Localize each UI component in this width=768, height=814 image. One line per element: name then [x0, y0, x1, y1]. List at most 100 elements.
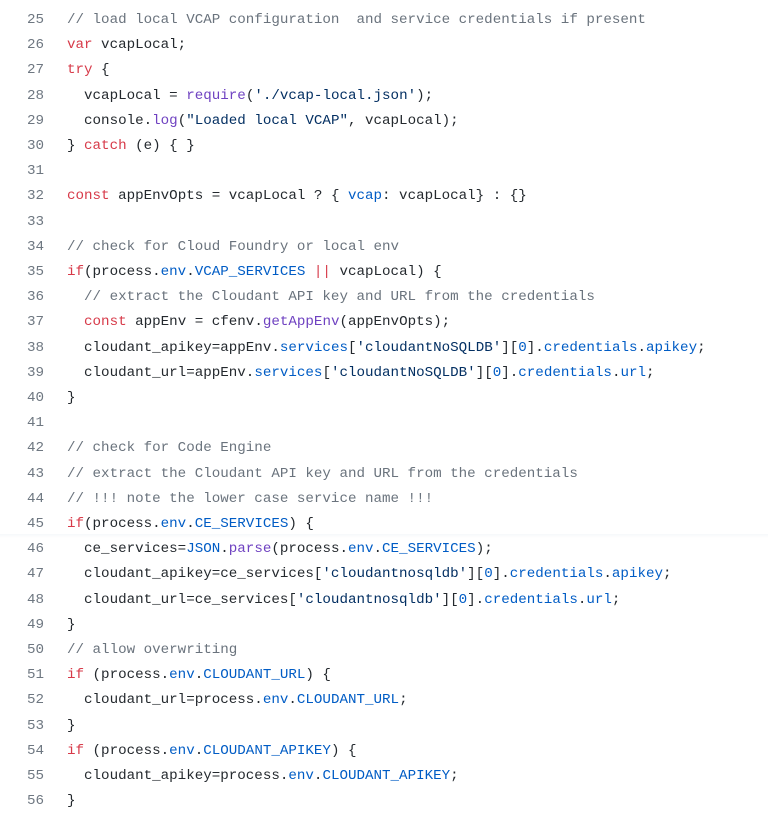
line-number: 33: [26, 213, 44, 230]
line-number: 37: [26, 314, 44, 331]
code-text: cloudant_apikey=ce_services[: [67, 566, 323, 583]
code-line: 44// !!! note the lower case service nam…: [0, 487, 768, 512]
line-code: }: [67, 714, 76, 739]
property: env: [347, 541, 374, 558]
string: 'cloudantNoSQLDB': [330, 364, 476, 381]
code-text: .: [220, 541, 229, 558]
line-number: 46: [26, 541, 44, 558]
comment: // !!! note the lower case service name …: [67, 490, 434, 507]
line-code: }: [67, 789, 76, 814]
code-text: ;: [663, 566, 672, 583]
code-text: cloudant_url=ce_services[: [67, 591, 297, 608]
string: 'cloudantnosqldb': [322, 566, 468, 583]
code-text: );: [475, 541, 493, 558]
code-text: ;: [399, 692, 408, 709]
line-code: try {: [67, 58, 110, 83]
code-line: 56}: [0, 789, 768, 814]
line-number: 42: [26, 440, 44, 457]
line-number: 56: [26, 793, 44, 810]
code-text: ][: [475, 364, 493, 381]
line-number: 50: [26, 642, 44, 658]
line-code: cloudant_url=process.env.CLOUDANT_URL;: [67, 688, 408, 713]
line-number: 29: [26, 112, 44, 129]
code-text: }: [67, 717, 76, 734]
code-text: .: [603, 566, 612, 583]
keyword: catch: [84, 138, 127, 154]
code-text: .: [194, 742, 204, 759]
code-text: ;: [611, 591, 621, 608]
code-line: 34// check for Cloud Foundry or local en…: [0, 235, 768, 260]
line-number: 32: [26, 188, 44, 205]
function-name: log: [152, 112, 178, 129]
property: CLOUDANT_APIKEY: [203, 742, 331, 759]
function-name: require: [186, 87, 246, 104]
code-text: (process.: [84, 516, 161, 532]
line-code: // extract the Cloudant API key and URL …: [67, 462, 578, 487]
code-text: [: [322, 364, 331, 381]
line-code: var vcapLocal;: [67, 33, 186, 58]
line-number: 35: [26, 264, 44, 280]
line-code: cloudant_apikey=appEnv.services['cloudan…: [67, 336, 706, 361]
code-text: vcapLocal) {: [330, 264, 442, 280]
code-text: : vcapLocal} : {}: [382, 188, 527, 205]
code-line: 46 ce_services=JSON.parse(process.env.CE…: [0, 537, 768, 562]
line-code: // allow overwriting: [67, 638, 237, 663]
code-line: 40}: [0, 386, 768, 411]
code-text: .: [194, 667, 204, 684]
keyword: var: [67, 37, 93, 54]
property: apikey: [611, 566, 664, 583]
code-text: vcapLocal;: [92, 37, 187, 54]
code-line: 25// load local VCAP configuration and s…: [0, 8, 768, 33]
property: VCAP_SERVICES: [194, 264, 306, 280]
code-text: (process.: [84, 667, 170, 684]
line-code: if(process.env.VCAP_SERVICES || vcapLoca…: [67, 260, 442, 285]
code-text: (appEnvOpts);: [339, 314, 451, 331]
line-code: const appEnvOpts = vcapLocal ? { vcap: v…: [67, 184, 527, 209]
property: env: [169, 742, 195, 759]
code-line: 30} catch (e) { }: [0, 134, 768, 159]
property: JSON: [186, 541, 221, 558]
line-number: 48: [26, 591, 44, 608]
code-line: 42// check for Code Engine: [0, 436, 768, 461]
line-number: 25: [26, 12, 44, 28]
keyword: if: [67, 516, 85, 532]
property: env: [160, 516, 187, 532]
keyword: if: [67, 667, 85, 684]
keyword: const: [67, 188, 110, 205]
code-text: }: [67, 390, 76, 406]
code-text: ][: [441, 591, 459, 608]
line-number: 26: [26, 37, 44, 54]
screenshot-seam: [0, 534, 768, 538]
line-code: console.log("Loaded local VCAP", vcapLoc…: [67, 109, 459, 134]
string: 'cloudantnosqldb': [296, 591, 442, 608]
string: 'cloudantNoSQLDB': [356, 339, 502, 356]
code-text: ][: [467, 566, 485, 583]
line-code: ce_services=JSON.parse(process.env.CE_SE…: [67, 537, 493, 562]
line-code: vcapLocal = require('./vcap-local.json')…: [67, 84, 433, 109]
comment: // extract the Cloudant API key and URL …: [84, 289, 595, 306]
code-text: cloudant_apikey=process.: [67, 768, 289, 784]
line-number: 55: [26, 768, 44, 784]
keyword: if: [67, 742, 85, 759]
line-number: 39: [26, 364, 44, 381]
line-number: 53: [26, 717, 44, 734]
property: vcap: [347, 188, 383, 205]
property: credentials: [484, 591, 578, 608]
code-line: 47 cloudant_apikey=ce_services['cloudant…: [0, 562, 768, 587]
property: credentials: [509, 566, 604, 583]
code-line: 39 cloudant_url=appEnv.services['cloudan…: [0, 361, 768, 386]
code-line: 28 vcapLocal = require('./vcap-local.jso…: [0, 84, 768, 109]
line-number: 52: [26, 692, 44, 709]
string: "Loaded local VCAP": [186, 112, 348, 129]
code-text: cloudant_url=process.: [67, 692, 263, 709]
code-text: [67, 289, 84, 305]
line-number: 47: [26, 566, 44, 583]
property: CLOUDANT_APIKEY: [322, 768, 451, 784]
code-text: {: [92, 62, 110, 79]
code-text: .: [637, 339, 646, 356]
comment: // check for Cloud Foundry or local env: [67, 238, 400, 255]
keyword: const: [84, 314, 127, 331]
code-line: 32 const appEnvOpts = vcapLocal ? { vcap:…: [0, 184, 768, 209]
property: CE_SERVICES: [382, 541, 476, 558]
